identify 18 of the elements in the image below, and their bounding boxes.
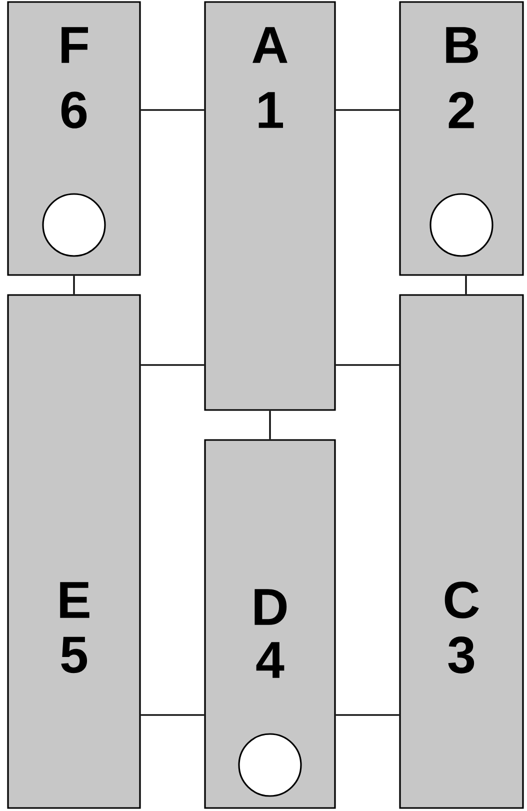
letter-box: D 4 (204, 439, 336, 809)
connector-line (336, 109, 400, 111)
letter-box: C 3 (399, 294, 524, 809)
connector-line (140, 714, 204, 716)
connector-line (140, 109, 204, 111)
connector-line (336, 714, 400, 716)
connector-line (73, 276, 75, 294)
letter-box: E 5 (7, 294, 141, 809)
letter-box: F 6 (7, 1, 141, 276)
connector-line (465, 276, 467, 294)
circle-mark (430, 193, 494, 257)
letter-box: A 1 (204, 1, 336, 411)
circle-mark (42, 193, 106, 257)
connector-line (269, 410, 271, 440)
connector-line (336, 364, 400, 366)
circle-mark (238, 733, 302, 797)
connector-line (140, 364, 204, 366)
letter-box: B 2 (399, 1, 524, 276)
